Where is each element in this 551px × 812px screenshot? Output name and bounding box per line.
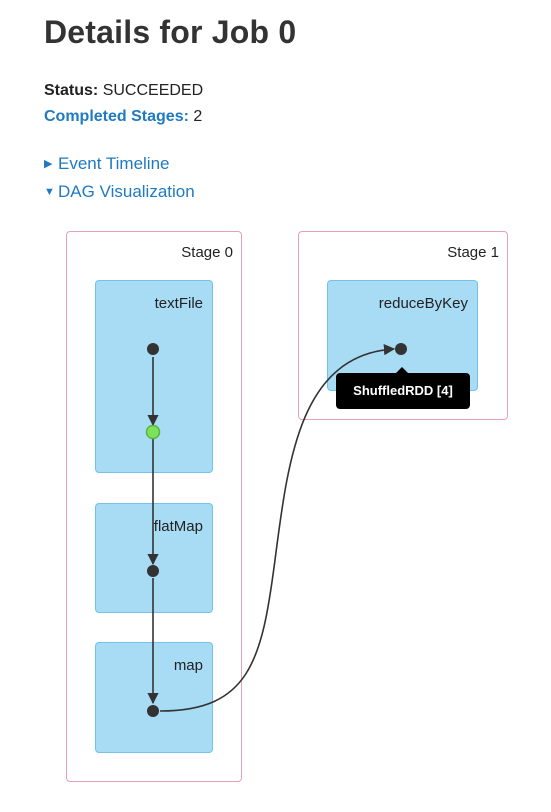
dag-visualization-toggle[interactable]: ▼DAG Visualization [44, 182, 195, 202]
status-value: SUCCEEDED [102, 82, 204, 99]
stage-0-label: Stage 0 [181, 244, 233, 261]
rdd-node-map[interactable] [147, 705, 159, 717]
event-timeline-toggle[interactable]: ▶ Event Timeline [44, 154, 170, 174]
status-line: Status: SUCCEEDED [44, 82, 203, 100]
dag-nodes [145, 343, 407, 717]
operation-textfile-label: textFile [154, 295, 203, 312]
event-timeline-label: Event Timeline [58, 154, 170, 173]
rdd-node-flatmap[interactable] [147, 565, 159, 577]
status-label: Status: [44, 82, 99, 99]
dag-visualization-label: DAG Visualization [58, 182, 195, 201]
rdd-node-reducebykey[interactable] [395, 343, 407, 355]
page-title: Details for Job 0 [44, 14, 297, 50]
rdd-node-textfile-source[interactable] [147, 343, 159, 355]
completed-stages-line: Completed Stages: 2 [44, 108, 202, 126]
completed-stages-link[interactable]: Completed Stages: [44, 108, 189, 125]
operation-flatmap[interactable]: flatMap [95, 503, 213, 613]
stage-1-label: Stage 1 [447, 244, 499, 261]
rdd-node-textfile-cached[interactable] [145, 424, 161, 440]
operation-map-label: map [173, 657, 203, 674]
operation-map[interactable]: map [95, 642, 213, 753]
completed-stages-value: 2 [193, 108, 203, 125]
operation-flatmap-label: flatMap [153, 518, 203, 535]
rdd-tooltip: ShuffledRDD [4] [336, 367, 470, 409]
arrow-right-icon: ▶ [44, 158, 53, 170]
operation-reducebykey-label: reduceByKey [378, 295, 468, 312]
arrow-down-icon: ▼ [44, 186, 55, 198]
operation-textfile[interactable]: textFile [95, 280, 213, 473]
